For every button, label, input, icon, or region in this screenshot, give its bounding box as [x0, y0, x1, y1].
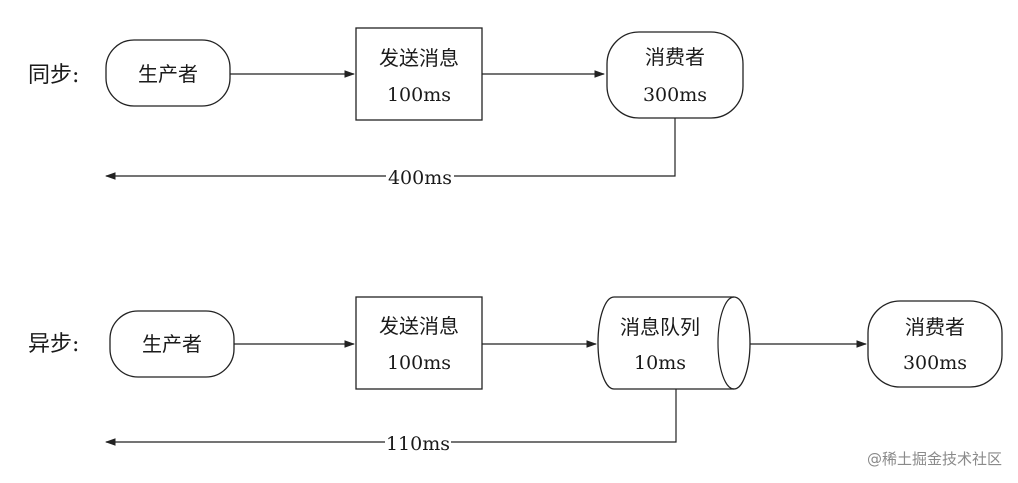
async-queue-cylinder-edge	[717, 296, 735, 390]
sync-producer-node	[105, 39, 231, 107]
sync-return-arrow	[104, 118, 676, 180]
sync-label: 同步:	[28, 63, 79, 88]
sync-send-time: 100ms	[387, 84, 451, 106]
sync-consumer-time: 300ms	[643, 84, 707, 106]
async-queue-title: 消息队列	[620, 315, 700, 339]
async-total-time: 110ms	[386, 433, 450, 455]
async-consumer-title: 消费者	[905, 315, 965, 339]
sync-consumer-title: 消费者	[645, 45, 705, 69]
sync-total-time: 400ms	[388, 167, 452, 189]
async-label: 异步:	[28, 332, 79, 357]
async-send-title: 发送消息	[379, 314, 459, 338]
sync-send-title: 发送消息	[379, 46, 459, 70]
async-send-time: 100ms	[387, 352, 451, 374]
sync-producer-label: 生产者	[138, 62, 198, 86]
async-queue-node	[597, 296, 751, 390]
sync-section: 同步: 生产者 发送消息 100ms 消费者 300ms 400ms	[28, 27, 744, 189]
async-section: 异步: 生产者 发送消息 100ms 消息队列 10ms 消费者 300ms 1…	[28, 296, 1003, 455]
async-send-node	[355, 296, 483, 390]
async-producer-label: 生产者	[142, 332, 202, 356]
sync-total-bg	[386, 164, 454, 188]
async-total-bg	[385, 430, 451, 454]
sync-send-node	[355, 27, 483, 121]
async-return-arrow	[104, 389, 677, 446]
watermark-text: @稀土掘金技术社区	[867, 450, 1002, 468]
async-queue-time: 10ms	[634, 352, 686, 374]
async-consumer-time: 300ms	[903, 352, 967, 374]
async-consumer-node	[867, 300, 1003, 388]
